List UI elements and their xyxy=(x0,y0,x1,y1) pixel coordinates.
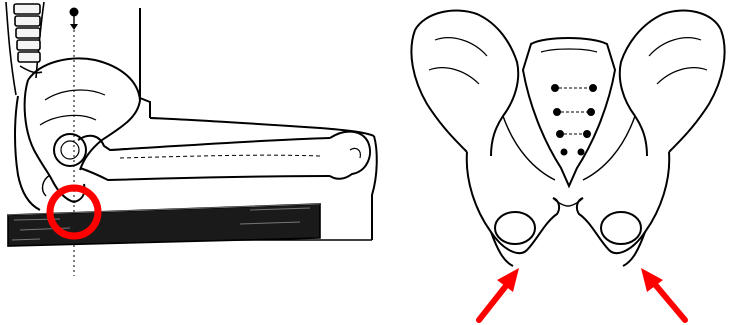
body-outline xyxy=(10,8,377,240)
seated-side-view-svg xyxy=(0,0,380,325)
seated-side-view-illustration xyxy=(0,0,380,325)
left-tuberosity-arrow xyxy=(479,268,519,320)
pelvis-front xyxy=(411,11,724,266)
right-tuberosity-arrow xyxy=(641,268,685,320)
spine-vertebrae xyxy=(6,2,44,95)
pelvis-front-view-svg xyxy=(395,0,741,325)
pelvis-front-view-illustration xyxy=(395,0,741,325)
femur xyxy=(78,132,370,180)
